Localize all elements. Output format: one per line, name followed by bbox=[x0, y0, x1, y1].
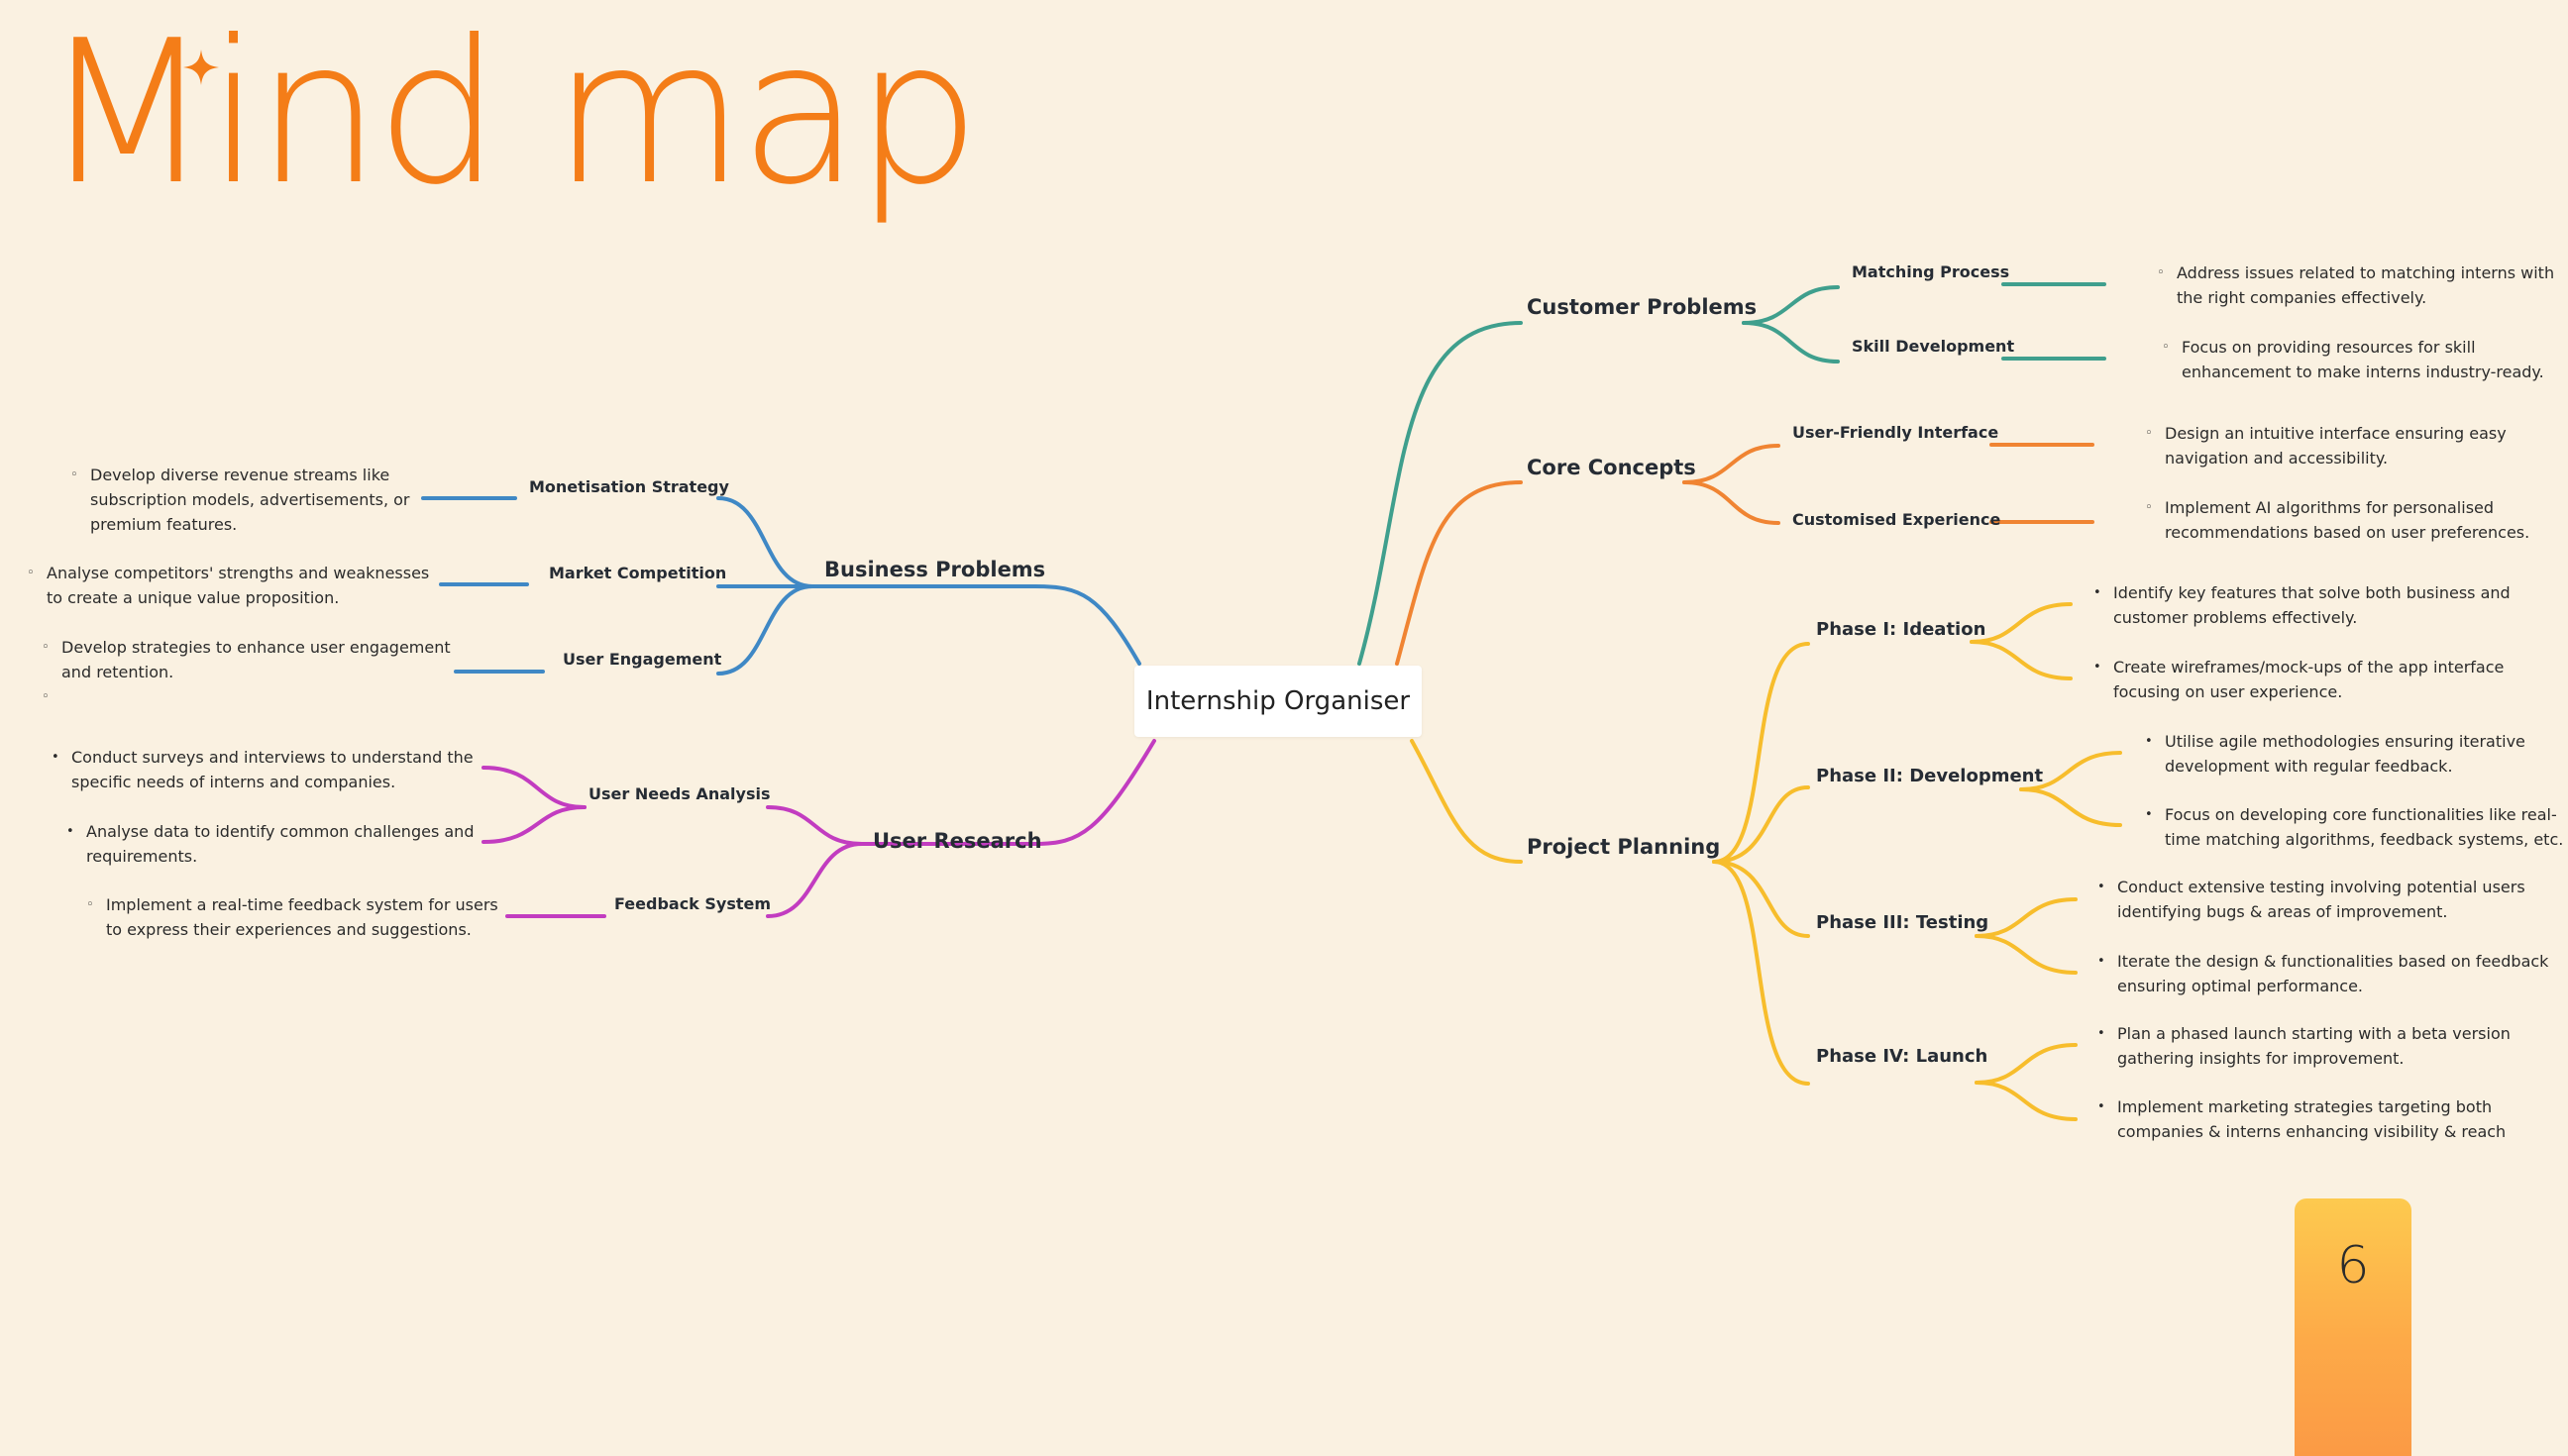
node-phase-development[interactable]: Phase II: Development bbox=[1816, 766, 2044, 786]
bullet-icon: ◦ bbox=[2157, 265, 2165, 280]
note-launch-1: • Plan a phased launch starting with a b… bbox=[2097, 1021, 2511, 1071]
page-number: 6 bbox=[2336, 1236, 2370, 1296]
bullet-icon: • bbox=[66, 824, 74, 839]
bullet-icon: ◦ bbox=[27, 566, 35, 580]
bullet-icon: ◦ bbox=[86, 897, 94, 912]
bullet-icon: • bbox=[2093, 660, 2101, 675]
bullet-icon: ◦ bbox=[42, 689, 50, 704]
bullet-icon: • bbox=[2145, 734, 2153, 749]
node-phase-testing[interactable]: Phase III: Testing bbox=[1816, 912, 1989, 933]
note-interface: ◦ Design an intuitive interface ensuring… bbox=[2145, 421, 2507, 470]
note-matching: ◦ Address issues related to matching int… bbox=[2157, 260, 2554, 310]
node-monetisation-strategy[interactable]: Monetisation Strategy bbox=[529, 477, 729, 496]
bullet-icon: • bbox=[52, 750, 59, 765]
connector-customer bbox=[1357, 321, 1523, 666]
bullet-icon: ◦ bbox=[2145, 426, 2153, 441]
node-phase-launch[interactable]: Phase IV: Launch bbox=[1816, 1046, 1988, 1067]
connector-core bbox=[1395, 480, 1523, 666]
branch-user-research[interactable]: User Research bbox=[873, 829, 1042, 853]
note-development-2: • Focus on developing core functionaliti… bbox=[2145, 802, 2563, 852]
note-ideation-2: • Create wireframes/mock-ups of the app … bbox=[2093, 655, 2504, 704]
connector-planning bbox=[1410, 739, 1523, 864]
note-skill: ◦ Focus on providing resources for skill… bbox=[2162, 335, 2544, 384]
branch-customer-problems[interactable]: Customer Problems bbox=[1527, 295, 1758, 319]
node-feedback-system[interactable]: Feedback System bbox=[614, 894, 772, 913]
note-ideation-1: • Identify key features that solve both … bbox=[2093, 580, 2511, 630]
bullet-icon: ◦ bbox=[2145, 500, 2153, 515]
node-customised-experience[interactable]: Customised Experience bbox=[1792, 510, 2001, 529]
bullet-icon: • bbox=[2093, 585, 2101, 600]
note-testing-2: • Iterate the design & functionalities b… bbox=[2097, 949, 2548, 998]
bullet-icon: ◦ bbox=[2162, 340, 2170, 355]
note-analyse-data: • Analyse data to identify common challe… bbox=[66, 819, 474, 869]
branch-business-problems[interactable]: Business Problems bbox=[824, 558, 1046, 581]
bullet-icon: • bbox=[2097, 880, 2105, 894]
node-user-needs-analysis[interactable]: User Needs Analysis bbox=[588, 784, 771, 803]
node-skill-development[interactable]: Skill Development bbox=[1852, 337, 2015, 356]
note-development-1: • Utilise agile methodologies ensuring i… bbox=[2145, 729, 2525, 779]
page-title: Mind map bbox=[42, 0, 981, 229]
sparkle-icon bbox=[183, 50, 219, 85]
branch-project-planning[interactable]: Project Planning bbox=[1527, 835, 1721, 859]
node-market-competition[interactable]: Market Competition bbox=[549, 564, 727, 582]
node-user-friendly-interface[interactable]: User-Friendly Interface bbox=[1792, 423, 1999, 442]
branch-core-concepts[interactable]: Core Concepts bbox=[1527, 456, 1696, 479]
connector-business bbox=[1033, 584, 1141, 666]
bullet-icon: • bbox=[2097, 1026, 2105, 1041]
note-user-engagement: ◦ Develop strategies to enhance user eng… bbox=[42, 635, 451, 684]
note-testing-1: • Conduct extensive testing involving po… bbox=[2097, 875, 2525, 924]
page-number-badge: 6 bbox=[2295, 1198, 2411, 1456]
bullet-icon: ◦ bbox=[70, 468, 78, 482]
bullet-icon: • bbox=[2097, 1099, 2105, 1114]
node-user-engagement[interactable]: User Engagement bbox=[563, 650, 722, 669]
note-feedback: ◦ Implement a real-time feedback system … bbox=[86, 892, 498, 942]
note-surveys: • Conduct surveys and interviews to unde… bbox=[52, 745, 474, 794]
note-monetisation: ◦ Develop diverse revenue streams like s… bbox=[70, 463, 409, 537]
central-node[interactable]: Internship Organiser bbox=[1134, 666, 1422, 737]
bullet-icon: ◦ bbox=[42, 640, 50, 655]
node-matching-process[interactable]: Matching Process bbox=[1852, 262, 2010, 281]
bullet-icon: • bbox=[2097, 954, 2105, 969]
note-market-competition: ◦ Analyse competitors' strengths and wea… bbox=[27, 561, 429, 610]
note-launch-2: • Implement marketing strategies targeti… bbox=[2097, 1094, 2506, 1144]
connector-research bbox=[1033, 739, 1156, 846]
note-customised: ◦ Implement AI algorithms for personalis… bbox=[2145, 495, 2529, 545]
bullet-icon: • bbox=[2145, 807, 2153, 822]
node-phase-ideation[interactable]: Phase I: Ideation bbox=[1816, 619, 1986, 640]
